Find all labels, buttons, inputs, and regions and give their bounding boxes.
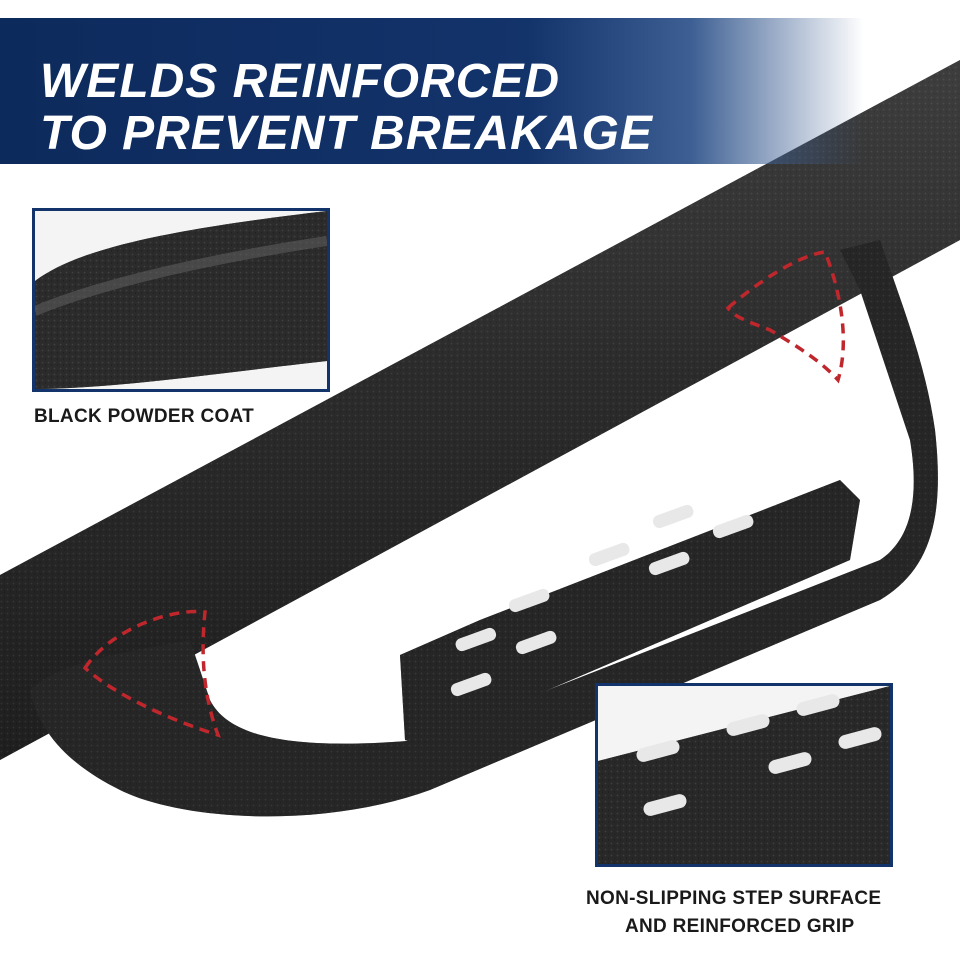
- weld-marker-left: [82, 609, 221, 738]
- step-plate: [400, 480, 860, 745]
- headline-banner: WELDS REINFORCED TO PREVENT BREAKAGE: [0, 18, 960, 164]
- headline-line-2: TO PREVENT BREAKAGE: [40, 107, 653, 160]
- step-surface-caption-line-1: NON-SLIPPING STEP SURFACE: [586, 888, 882, 909]
- step-surface-closeup: [598, 686, 890, 864]
- step-surface-caption-line-2: AND REINFORCED GRIP: [625, 916, 855, 937]
- step-bracket: [30, 240, 938, 817]
- step-surface-inset: [595, 683, 893, 867]
- weld-marker-right: [725, 250, 846, 384]
- powder-coat-closeup: [35, 211, 327, 389]
- headline-line-1: WELDS REINFORCED: [40, 55, 560, 108]
- powder-coat-inset: [32, 208, 330, 392]
- powder-coat-caption: BLACK POWDER COAT: [34, 406, 255, 427]
- main-tube: [0, 60, 960, 760]
